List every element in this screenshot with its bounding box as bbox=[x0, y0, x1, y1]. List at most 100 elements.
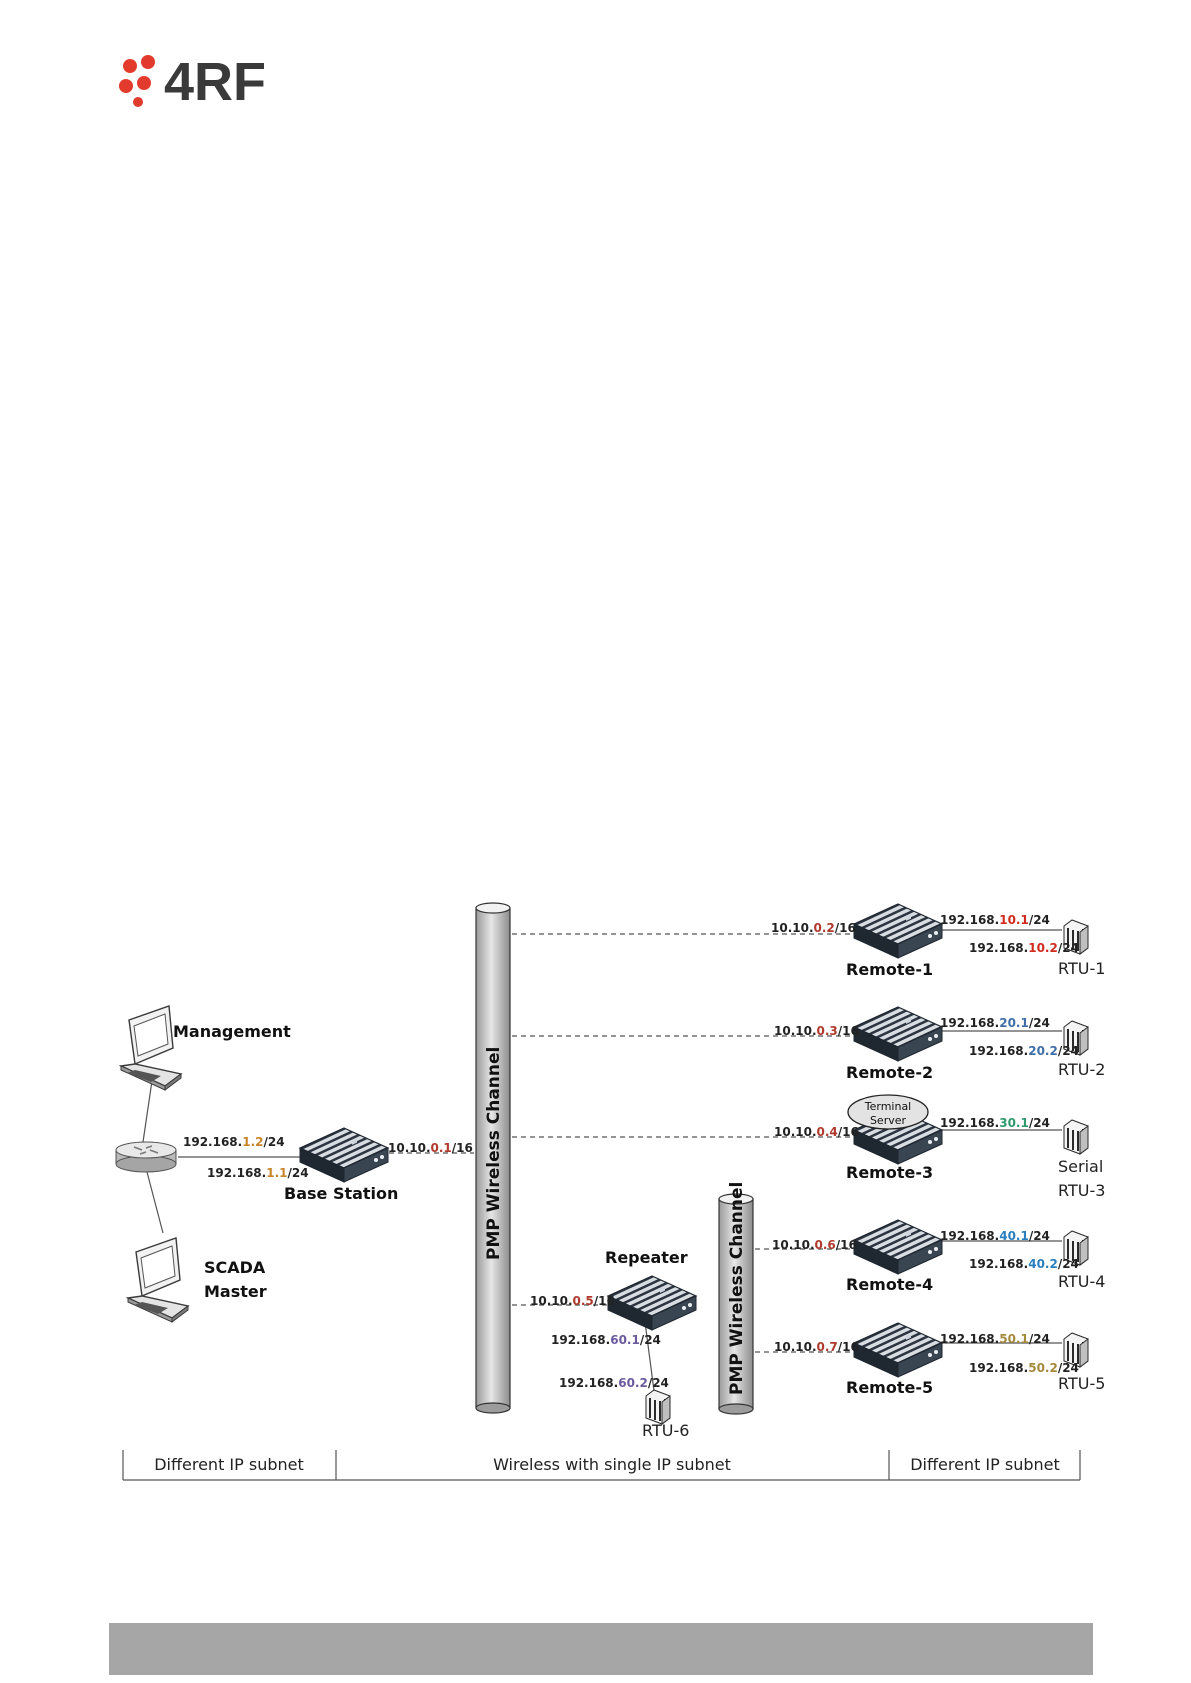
base-station-label: Base Station bbox=[284, 1184, 398, 1203]
ip-label-pre: 192.168. bbox=[969, 941, 1028, 955]
ip-label-pre: 10.10. bbox=[530, 1294, 573, 1308]
ip-label-hl: 30.1 bbox=[999, 1116, 1029, 1130]
ip-label-hl: 0.7 bbox=[817, 1340, 838, 1354]
ip-label-remote3-lan: 192.168.30.1/24 bbox=[940, 1116, 1050, 1130]
ip-label-remote5-wireless: 10.10.0.7/16 bbox=[774, 1340, 859, 1354]
rtu-6-icon bbox=[645, 1389, 671, 1425]
ip-label-remote2-lan: 192.168.20.1/24 bbox=[940, 1016, 1050, 1030]
terminal-server-icon: Terminal Server bbox=[847, 1094, 929, 1130]
ip-label-hl: 0.6 bbox=[815, 1238, 836, 1252]
repeater-label: Repeater bbox=[605, 1248, 688, 1267]
wired-links bbox=[142, 929, 1062, 1407]
rtu-3-icon bbox=[1063, 1119, 1089, 1155]
logo-text: 4RF bbox=[164, 52, 266, 108]
ip-label-post: /24 bbox=[1029, 1229, 1050, 1243]
ip-label-post: /16 bbox=[594, 1294, 615, 1308]
ip-label-hl: 0.1 bbox=[431, 1141, 452, 1155]
scada-label-line1: SCADA bbox=[204, 1258, 266, 1277]
ip-label-hl: 40.1 bbox=[999, 1229, 1029, 1243]
ip-label-post: /24 bbox=[1058, 941, 1079, 955]
ip-label-post: /24 bbox=[640, 1333, 661, 1347]
remote-4-label: Remote-4 bbox=[846, 1275, 933, 1294]
management-laptop-icon bbox=[120, 1005, 182, 1091]
ip-label-post: /24 bbox=[1029, 1116, 1050, 1130]
ip-label-post: /24 bbox=[648, 1376, 669, 1390]
ip-label-pre: 10.10. bbox=[774, 1340, 817, 1354]
ip-label-remote2-wireless: 10.10.0.3/16 bbox=[774, 1024, 859, 1038]
remote-1-label: Remote-1 bbox=[846, 960, 933, 979]
rtu-2-label: RTU-2 bbox=[1058, 1060, 1105, 1079]
ip-label-hl: 1.2 bbox=[242, 1135, 263, 1149]
ip-label-remote4-lan: 192.168.40.1/24 bbox=[940, 1229, 1050, 1243]
pmp-wireless-channel-label-2: PMP Wireless Channel bbox=[727, 1182, 747, 1395]
ip-label-hl: 60.1 bbox=[610, 1333, 640, 1347]
ip-label-repeater-lan: 192.168.60.1/24 bbox=[551, 1333, 661, 1347]
ip-label-post: /16 bbox=[835, 921, 856, 935]
ip-label-hl: 20.2 bbox=[1028, 1044, 1058, 1058]
ip-label-remote5-lan: 192.168.50.1/24 bbox=[940, 1332, 1050, 1346]
ip-label-hl: 0.4 bbox=[817, 1125, 838, 1139]
segment-middle-label: Wireless with single IP subnet bbox=[493, 1455, 731, 1474]
ip-label-hl: 50.2 bbox=[1028, 1361, 1058, 1375]
rtu-6-label: RTU-6 bbox=[642, 1421, 689, 1440]
ip-label-pre: 192.168. bbox=[969, 1361, 1028, 1375]
ip-label-hl: 0.3 bbox=[817, 1024, 838, 1038]
ip-label-rtu1-lan: 192.168.10.2/24 bbox=[969, 941, 1079, 955]
terminal-server-label-1: Terminal bbox=[864, 1100, 912, 1113]
ip-label-pre: 192.168. bbox=[940, 1016, 999, 1030]
ip-label-post: /24 bbox=[263, 1135, 284, 1149]
ip-label-pre: 192.168. bbox=[551, 1333, 610, 1347]
rtu-3-label-line2: RTU-3 bbox=[1058, 1181, 1105, 1200]
ip-label-post: /16 bbox=[836, 1238, 857, 1252]
rtu-5-label: RTU-5 bbox=[1058, 1374, 1105, 1393]
ip-label-post: /24 bbox=[287, 1166, 308, 1180]
ip-label-pre: 192.168. bbox=[940, 1229, 999, 1243]
ip-label-post: /16 bbox=[838, 1340, 859, 1354]
ip-label-router-base: 192.168.1.1/24 bbox=[207, 1166, 309, 1180]
router-icon bbox=[115, 1141, 177, 1173]
scada-master-laptop-icon bbox=[127, 1237, 189, 1323]
management-label: Management bbox=[173, 1022, 291, 1041]
remote-2-radio-icon bbox=[853, 1006, 943, 1062]
ip-label-hl: 10.2 bbox=[1028, 941, 1058, 955]
ip-label-pre: 192.168. bbox=[969, 1044, 1028, 1058]
ip-label-post: /16 bbox=[838, 1024, 859, 1038]
company-logo: 4RF bbox=[119, 52, 266, 108]
ip-label-base-wireless: 10.10.0.1/16 bbox=[388, 1141, 473, 1155]
ip-label-hl: 60.2 bbox=[618, 1376, 648, 1390]
subnet-brackets bbox=[122, 1450, 1081, 1481]
ip-label-post: /24 bbox=[1029, 1332, 1050, 1346]
ip-label-pre: 192.168. bbox=[940, 1116, 999, 1130]
remote-2-label: Remote-2 bbox=[846, 1063, 933, 1082]
ip-label-router-mgmt: 192.168.1.2/24 bbox=[183, 1135, 285, 1149]
ip-label-remote1-wireless: 10.10.0.2/16 bbox=[771, 921, 856, 935]
ip-label-rtu4-lan: 192.168.40.2/24 bbox=[969, 1257, 1079, 1271]
ip-label-hl: 20.1 bbox=[999, 1016, 1029, 1030]
ip-label-hl: 0.5 bbox=[573, 1294, 594, 1308]
pmp-wireless-channel-main: PMP Wireless Channel bbox=[475, 902, 511, 1414]
ip-label-pre: 192.168. bbox=[969, 1257, 1028, 1271]
base-station-radio-icon bbox=[299, 1127, 389, 1183]
footer-bar bbox=[109, 1623, 1093, 1675]
repeater-radio-icon bbox=[607, 1275, 697, 1331]
rtu-3-label-line1: Serial bbox=[1058, 1157, 1103, 1176]
ip-label-pre: 192.168. bbox=[940, 913, 999, 927]
ip-label-post: /24 bbox=[1029, 913, 1050, 927]
logo-dots-icon bbox=[119, 55, 155, 107]
ip-label-post: /24 bbox=[1058, 1361, 1079, 1375]
ip-label-pre: 10.10. bbox=[774, 1024, 817, 1038]
scada-label-line2: Master bbox=[204, 1282, 267, 1301]
remote-1-radio-icon bbox=[853, 903, 943, 959]
ip-label-pre: 10.10. bbox=[772, 1238, 815, 1252]
remote-5-radio-icon bbox=[853, 1322, 943, 1378]
ip-label-remote4-wireless: 10.10.0.6/16 bbox=[772, 1238, 857, 1252]
rtu-4-label: RTU-4 bbox=[1058, 1272, 1105, 1291]
segment-right-label: Different IP subnet bbox=[910, 1455, 1060, 1474]
ip-label-remote3-wireless: 10.10.0.4/16 bbox=[774, 1125, 859, 1139]
ip-label-pre: 192.168. bbox=[940, 1332, 999, 1346]
remote-3-label: Remote-3 bbox=[846, 1163, 933, 1182]
ip-label-hl: 40.2 bbox=[1028, 1257, 1058, 1271]
rtu-1-label: RTU-1 bbox=[1058, 959, 1105, 978]
ip-label-post: /24 bbox=[1029, 1016, 1050, 1030]
